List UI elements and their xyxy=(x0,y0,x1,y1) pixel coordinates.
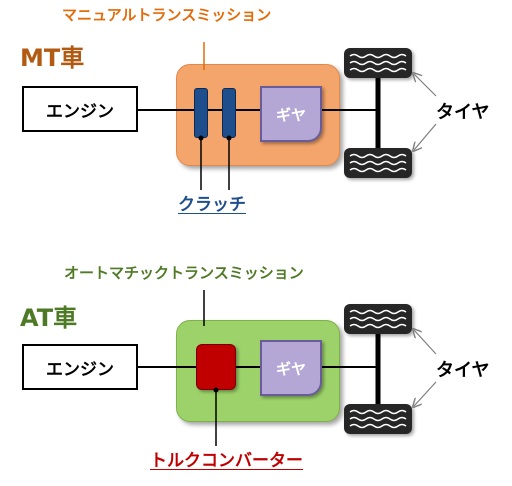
at-tire-label: タイヤ xyxy=(436,360,490,381)
mt-tire-arrow-top xyxy=(414,74,437,97)
at-gear-label: ギヤ xyxy=(275,359,306,378)
at-title: AT車 xyxy=(20,304,78,332)
at-tire-bottom-tread xyxy=(349,409,407,429)
mt-clutch-label: クラッチ xyxy=(178,195,246,215)
at-converter-label: トルクコンバーター xyxy=(150,451,303,471)
mt-tire-bottom xyxy=(344,148,412,178)
at-engine-label: エンジン xyxy=(46,359,114,380)
mt-transmission-label: マニュアルトランスミッション xyxy=(62,6,272,24)
mt-tire-label: タイヤ xyxy=(436,102,490,123)
at-gear-box: ギヤ xyxy=(260,340,322,396)
mt-tire-top-tread xyxy=(349,53,407,73)
mt-gear-box: ギヤ xyxy=(260,86,322,142)
mt-title: MT車 xyxy=(20,44,85,72)
at-tire-top-tread xyxy=(349,309,407,329)
at-tire-arrow-bottom xyxy=(414,381,437,406)
at-tire-top xyxy=(344,304,412,334)
at-tire-bottom xyxy=(344,404,412,434)
mt-engine-label: エンジン xyxy=(46,101,114,122)
mt-tire-bottom-tread xyxy=(349,153,407,173)
at-transmission-label: オートマチックトランスミッション xyxy=(64,264,304,282)
at-engine-box: エンジン xyxy=(22,344,138,390)
mt-clutch-dot-2 xyxy=(226,135,232,141)
at-tire-arrow-top xyxy=(414,330,437,355)
mt-tire-arrow-bottom xyxy=(414,123,437,150)
at-converter-dot xyxy=(213,387,219,393)
mt-clutch-dot-1 xyxy=(198,135,204,141)
mt-tire-top xyxy=(344,48,412,78)
mt-gear-label: ギヤ xyxy=(275,105,306,124)
mt-engine-box: エンジン xyxy=(22,86,138,132)
